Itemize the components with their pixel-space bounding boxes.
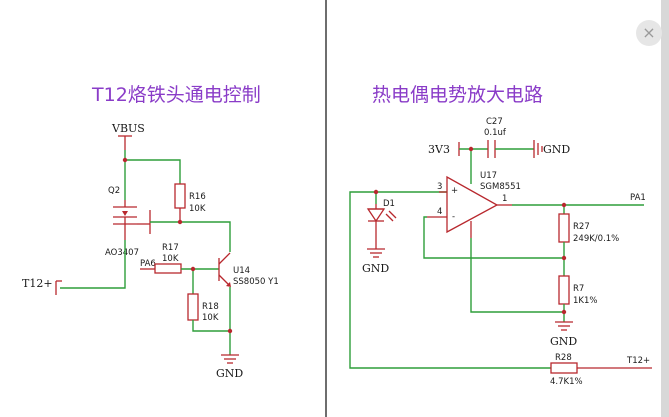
left-t12-label: T12+ bbox=[22, 277, 53, 290]
r27-resistor bbox=[558, 213, 570, 243]
right-circuit: 3V3 C27 0.1uf GND U17 SGM8551 + - 3 4 bbox=[349, 117, 652, 387]
top-gnd-label: GND bbox=[543, 143, 570, 156]
pin4-label: 4 bbox=[437, 207, 442, 217]
opamp-plus: + bbox=[451, 186, 458, 196]
r27-ref: R27 bbox=[573, 222, 590, 232]
u14-part: SS8050 Y1 bbox=[233, 277, 279, 287]
close-button[interactable]: × bbox=[636, 20, 662, 46]
vbus-rail-wire bbox=[124, 150, 181, 184]
panel-divider bbox=[325, 0, 327, 417]
d1-gnd-label: GND bbox=[362, 262, 389, 275]
u17-opamp bbox=[446, 175, 499, 234]
q2-ref: Q2 bbox=[108, 186, 120, 196]
r7-gnd-symbol bbox=[555, 321, 573, 331]
feedback-wire bbox=[423, 216, 564, 259]
c27-ref: C27 bbox=[486, 117, 503, 127]
r17-val: 10K bbox=[162, 254, 179, 264]
r18-val: 10K bbox=[202, 313, 219, 323]
r16-resistor bbox=[174, 183, 186, 209]
u17-ref: U17 bbox=[480, 171, 497, 181]
scrollbar-track[interactable] bbox=[661, 0, 669, 417]
left-gnd-symbol bbox=[221, 354, 239, 364]
r18-resistor bbox=[187, 293, 199, 321]
u17-part: SGM8551 bbox=[480, 182, 521, 192]
left-title: T12烙铁头通电控制 bbox=[92, 84, 261, 106]
top-gnd-symbol bbox=[533, 140, 543, 158]
left-gnd-label: GND bbox=[216, 367, 243, 380]
r17-resistor bbox=[154, 263, 182, 274]
r16-ref: R16 bbox=[189, 192, 206, 202]
r7-val: 1K1% bbox=[573, 296, 597, 306]
drain-wire bbox=[60, 240, 126, 289]
vbus-label: VBUS bbox=[111, 122, 145, 135]
d1-ref: D1 bbox=[383, 199, 395, 209]
opamp-gnd-wire bbox=[470, 238, 564, 313]
d1-diode bbox=[366, 204, 397, 249]
input-loop-wire bbox=[349, 191, 551, 369]
right-t12-label: T12+ bbox=[626, 356, 650, 366]
left-circuit: VBUS Q2 AO3407 bbox=[22, 122, 279, 380]
v3v3-label: 3V3 bbox=[428, 143, 450, 156]
pa1-label: PA1 bbox=[630, 193, 646, 203]
r28-val: 4.7K1% bbox=[550, 377, 583, 387]
q2-part: AO3407 bbox=[105, 248, 139, 258]
r16-val: 10K bbox=[189, 204, 206, 214]
u14-transistor bbox=[218, 252, 231, 287]
pin3-label: 3 bbox=[437, 182, 442, 192]
right-title: 热电偶电势放大电路 bbox=[372, 84, 544, 106]
r28-resistor bbox=[550, 362, 578, 374]
pin1-label: 1 bbox=[502, 194, 507, 204]
r27-val: 249K/0.1% bbox=[573, 234, 619, 244]
r7-gnd-label: GND bbox=[550, 335, 577, 348]
r17-ref: R17 bbox=[162, 243, 179, 253]
c27-val: 0.1uf bbox=[484, 128, 507, 138]
r7-ref: R7 bbox=[573, 284, 584, 294]
r7-resistor bbox=[558, 275, 570, 305]
u14-ref: U14 bbox=[233, 266, 250, 276]
pa6-label: PA6 bbox=[140, 259, 156, 269]
r18-ref: R18 bbox=[202, 302, 219, 312]
d1-gnd-symbol bbox=[367, 248, 385, 258]
r28-ref: R28 bbox=[555, 353, 572, 363]
q2-mosfet bbox=[113, 200, 151, 240]
opamp-minus: - bbox=[452, 212, 455, 222]
collector-wire bbox=[180, 221, 231, 252]
